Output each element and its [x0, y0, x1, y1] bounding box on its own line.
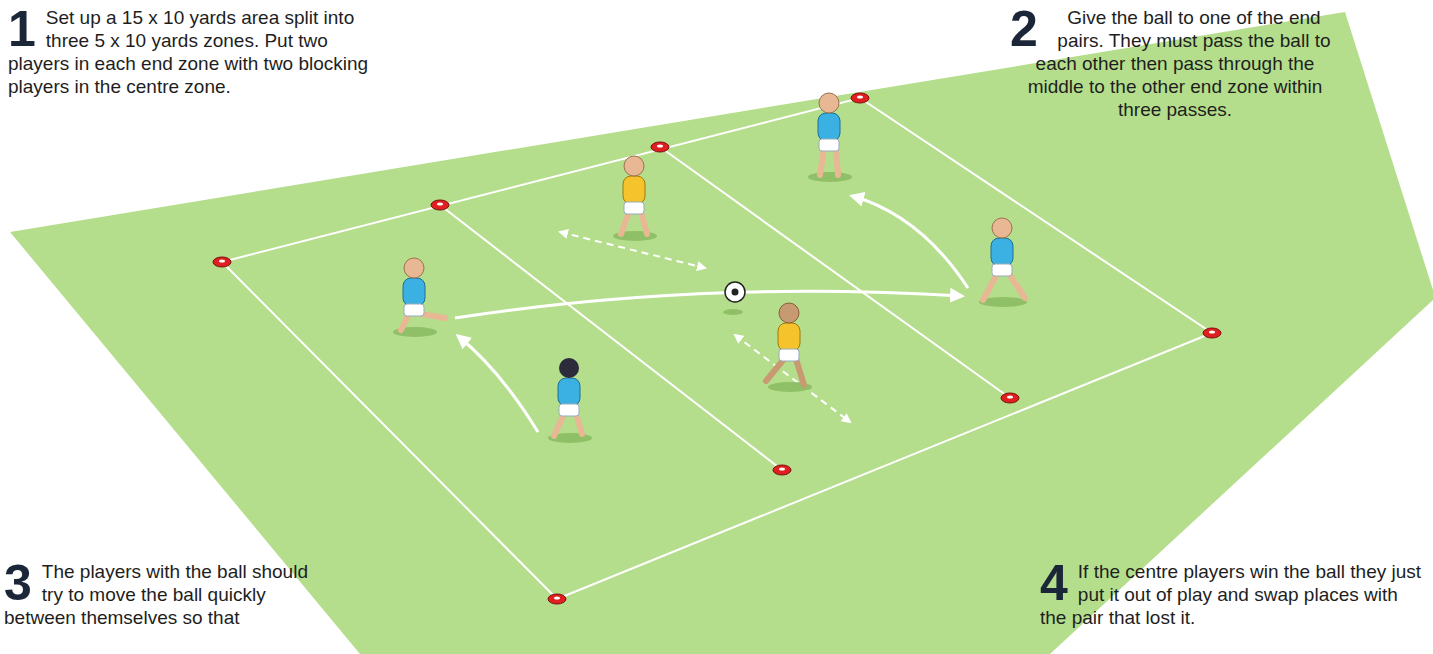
step-text: The players with the ball should try to … — [4, 561, 308, 628]
step-number: 3 — [4, 562, 32, 604]
step-number: 1 — [8, 8, 36, 50]
instruction-step: 4If the centre players win the ball they… — [1040, 560, 1428, 629]
step-number: 2 — [1010, 8, 1038, 50]
pitch-lines — [222, 98, 1212, 599]
player-bottom — [548, 358, 592, 443]
player-right — [979, 218, 1027, 307]
instruction-step: 3The players with the ball should try to… — [4, 560, 334, 629]
player-top-right — [808, 93, 852, 182]
cones — [213, 93, 1221, 604]
instruction-step: 1Set up a 15 x 10 yards area split into … — [8, 6, 388, 98]
players — [393, 93, 1027, 443]
step-number: 4 — [1040, 562, 1068, 604]
movement-arrows — [455, 196, 968, 432]
player-left — [393, 258, 445, 337]
blocker-bottom — [766, 303, 812, 392]
blocker-top — [613, 156, 657, 241]
step-text: If the centre players win the ball they … — [1040, 561, 1421, 628]
instruction-step: 2Give the ball to one of the end pairs. … — [1010, 6, 1340, 121]
step-text: Give the ball to one of the end pairs. T… — [1028, 7, 1331, 120]
ball — [723, 282, 745, 315]
step-text: Set up a 15 x 10 yards area split into t… — [8, 7, 368, 97]
